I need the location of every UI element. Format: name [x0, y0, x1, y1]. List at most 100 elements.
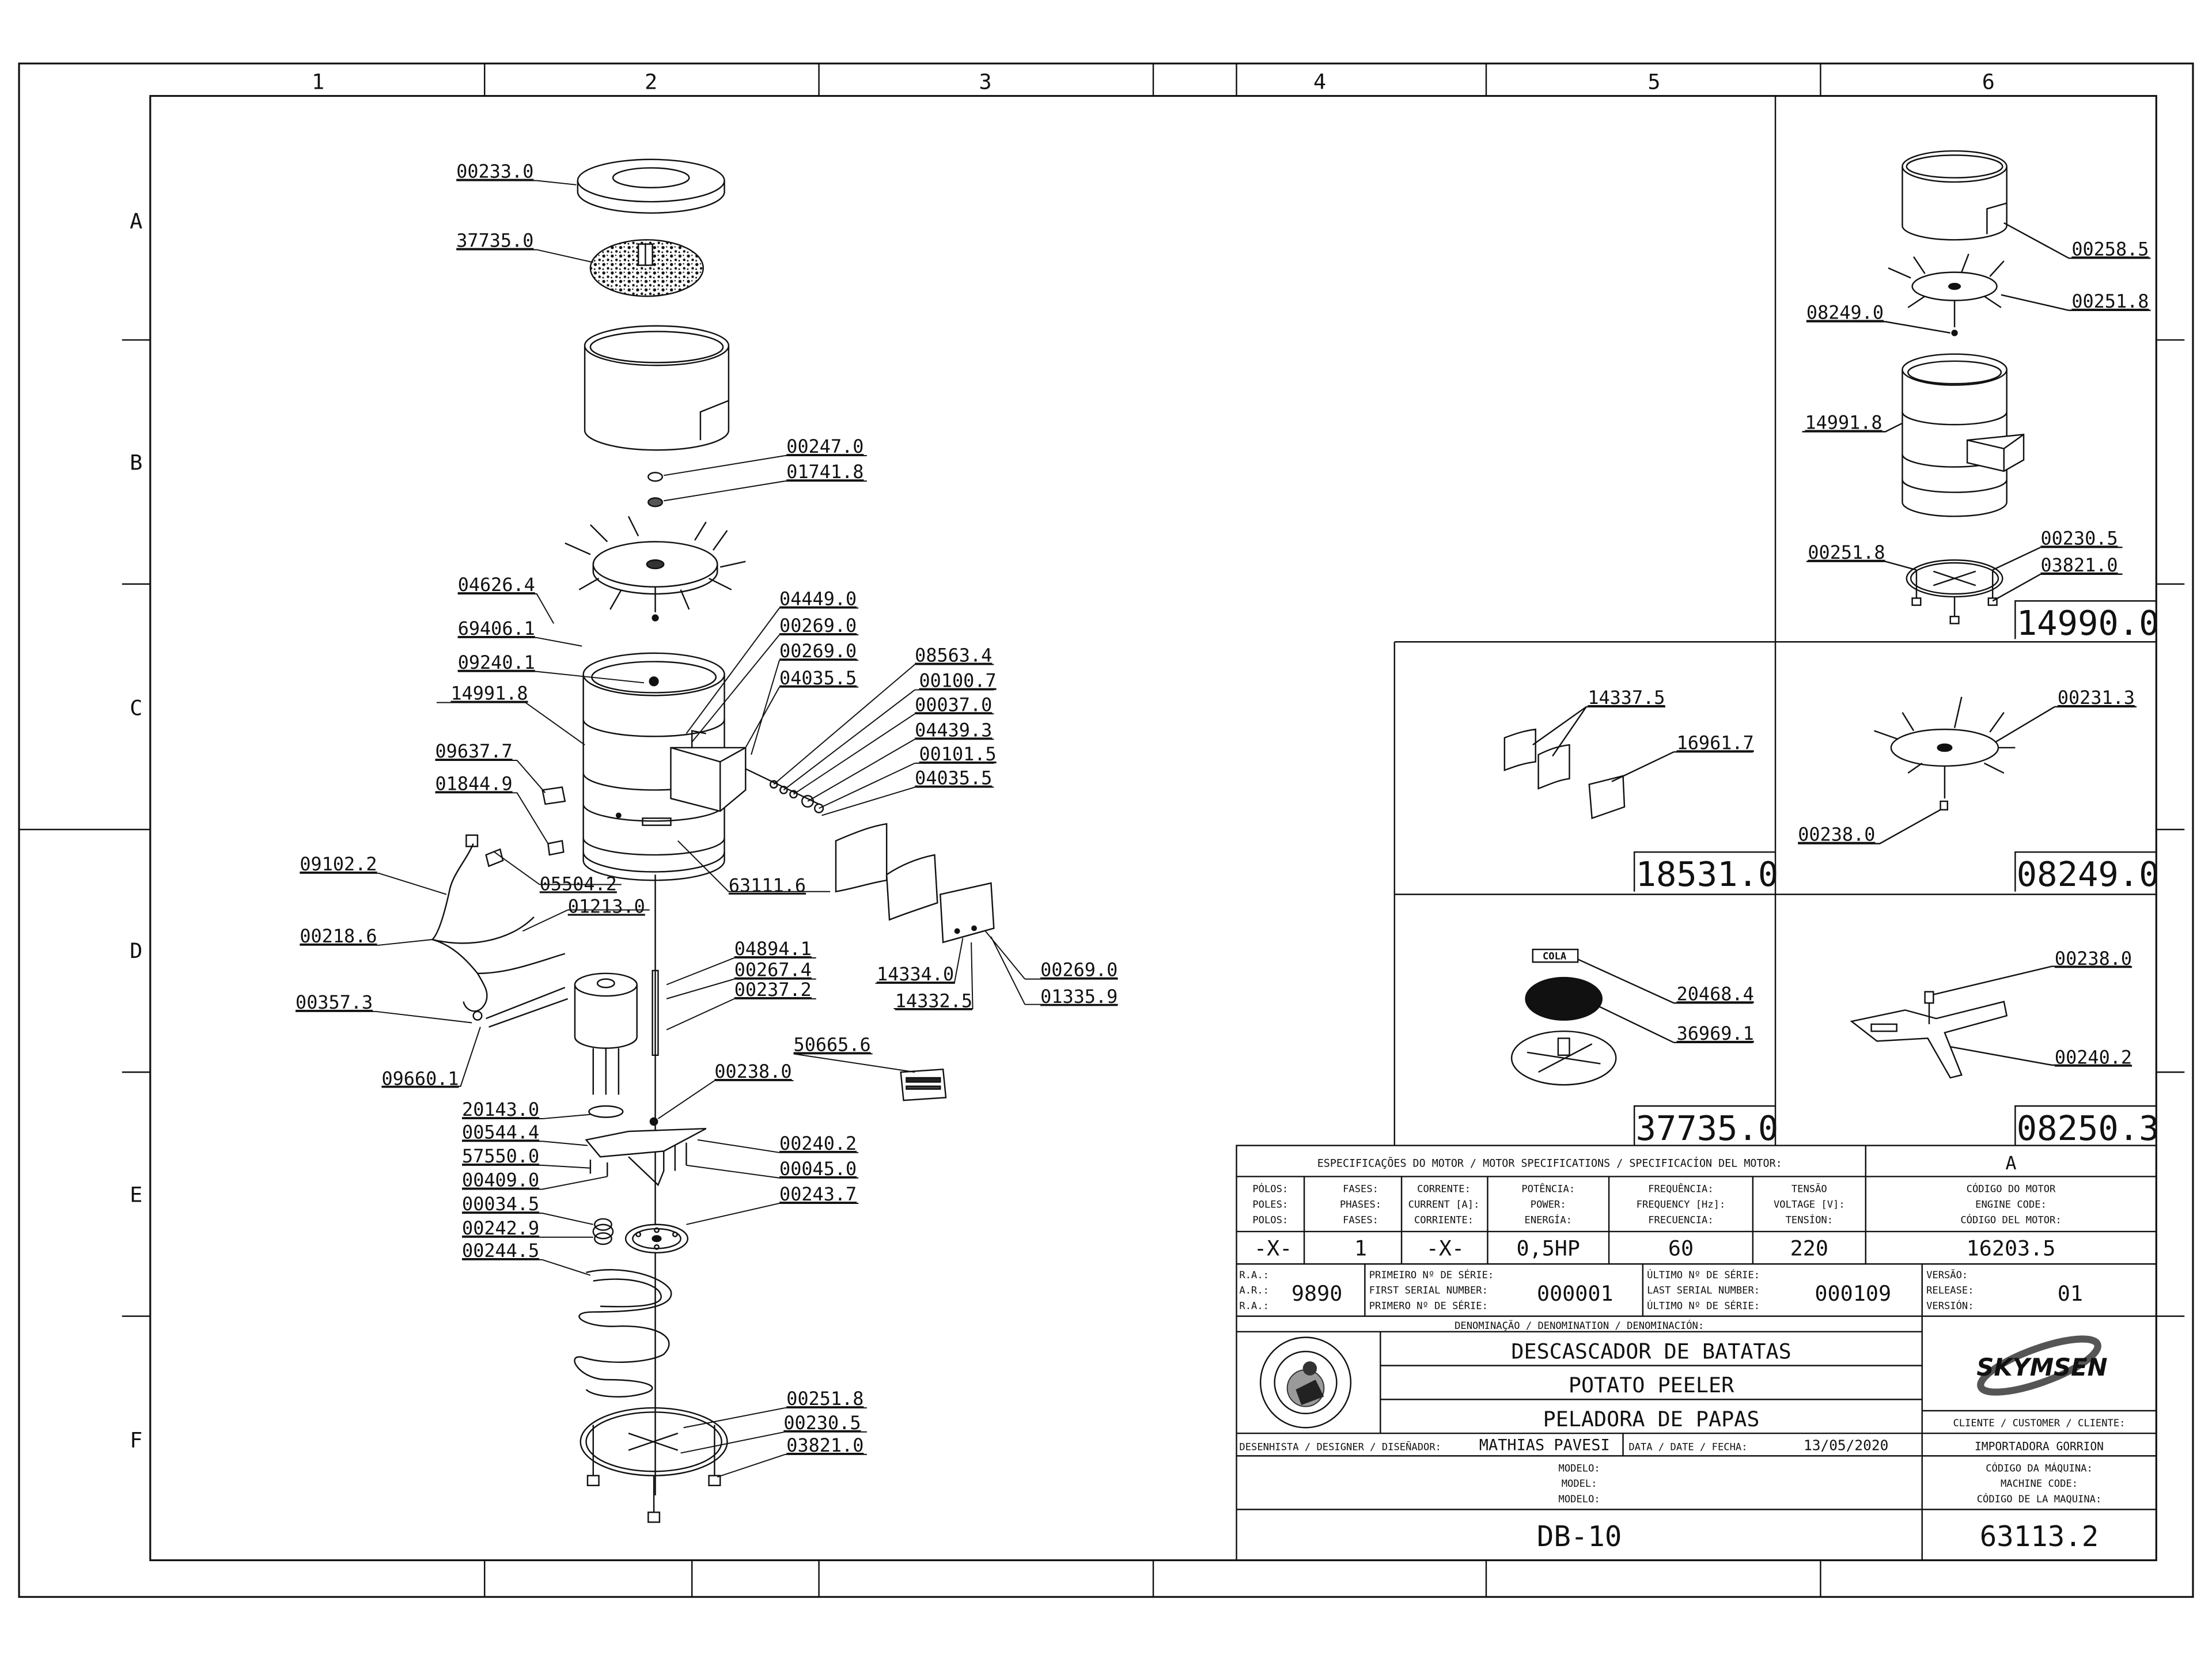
last-serial-value: 000109 [1815, 1281, 1891, 1306]
callout-00233-0: 00233.0 [456, 161, 533, 183]
part-base-ring [579, 1407, 728, 1523]
callout-09240-1: 09240.1 [458, 652, 535, 673]
callout-00037-0: 00037.0 [915, 694, 992, 715]
callout-20143-0: 20143.0 [462, 1099, 539, 1120]
detail-callout-00258-5: 00258.5 [2071, 238, 2149, 260]
part-plate-blades [565, 516, 746, 622]
callout-08563-4: 08563.4 [915, 645, 992, 666]
engine-code-label-1: CÓDIGO DO MOTOR [1967, 1182, 2056, 1195]
grid-row-d: D [130, 938, 142, 963]
callout-00243-7: 00243.7 [779, 1183, 857, 1205]
callout-04894-1: 04894.1 [734, 938, 812, 960]
detail-callout-00251-8-a: 00251.8 [2071, 290, 2149, 312]
part-lid-ring [577, 158, 725, 214]
voltage-label-2: VOLTAGE [V]: [1774, 1199, 1845, 1210]
main-callout-labels: 00233.0 37735.0 00247.0 01741.8 04626.4 … [296, 161, 1118, 1456]
first-serial-label-1: PRIMEIRO Nº DE SÉRIE: [1369, 1268, 1494, 1281]
callout-01335-9: 01335.9 [1040, 986, 1118, 1007]
machine-code-label-1: CÓDIGO DA MÁQUINA: [1986, 1461, 2093, 1474]
svg-text:SKYMSEN: SKYMSEN [1976, 1353, 2107, 1381]
detail-37735-drawing [1510, 948, 1753, 1086]
voltage-label-3: TENSÍON: [1786, 1213, 1833, 1226]
callout-09637-7: 09637.7 [435, 740, 513, 762]
motor-col-labels: PÓLOS: POLES: POLOS: FASES: PHASES: FASE… [1252, 1182, 2061, 1226]
model-label-2: MODEL: [1562, 1478, 1597, 1490]
leader-lines [296, 180, 1118, 1478]
title-block-text: ESPECIFICAÇÕES DO MOTOR / MOTOR SPECIFIC… [1239, 1152, 2125, 1553]
callout-00269-0-a: 00269.0 [779, 615, 857, 637]
engine-code-value: 16203.5 [1967, 1236, 2056, 1261]
callout-00267-4: 00267.4 [734, 959, 812, 981]
callout-00230-5: 00230.5 [783, 1412, 861, 1434]
phases-label-2: PHASES: [1340, 1199, 1381, 1210]
voltage-value: 220 [1790, 1236, 1828, 1261]
grid-col-4: 4 [1313, 69, 1326, 94]
callout-00101-5: 00101.5 [919, 743, 997, 765]
detail-08249-labels: 00231.3 00238.0 [1798, 687, 2135, 846]
power-label-2: POWER: [1531, 1199, 1566, 1210]
name-english: POTATO PEELER [1569, 1373, 1734, 1397]
part-chute [670, 730, 747, 812]
detail-callout-00231-3: 00231.3 [2058, 687, 2135, 709]
power-value: 0,5HP [1516, 1236, 1580, 1261]
callout-00100-7: 00100.7 [919, 670, 997, 692]
motor-col-values: -X- 1 -X- 0,5HP 60 220 16203.5 [1254, 1236, 2055, 1261]
callout-01213-0: 01213.0 [568, 895, 645, 917]
machine-code-label-3: CÓDIGO DE LA MAQUINA: [1977, 1493, 2102, 1505]
last-serial-label-1: ÚLTIMO Nº DE SÉRIE: [1647, 1268, 1760, 1281]
power-label-3: ENERGÍA: [1525, 1213, 1572, 1226]
callout-00045-0: 00045.0 [779, 1158, 857, 1180]
grid-column-labels: 1 2 3 4 5 6 [312, 69, 1995, 94]
callout-14991-8: 14991.8 [450, 683, 528, 704]
callout-37735-0: 37735.0 [456, 230, 533, 252]
grid-row-f: F [130, 1428, 142, 1453]
engine-code-label-2: ENGINE CODE: [1975, 1199, 2047, 1210]
first-serial-label-3: PRIMERO Nº DE SÉRIE: [1369, 1300, 1488, 1312]
grid-col-5: 5 [1647, 69, 1660, 94]
name-spanish: PELADORA DE PAPAS [1543, 1407, 1760, 1431]
detail-id-18531: 18531.0 [1636, 854, 1779, 894]
callout-00240-2: 00240.2 [779, 1132, 857, 1154]
revision-letter: A [2005, 1152, 2016, 1174]
callout-05504-2: 05504.2 [540, 873, 617, 895]
part-cable [431, 834, 566, 1012]
denomination-label: DENOMINAÇÃO / DENOMINATION / DENOMINACIÓ… [1455, 1319, 1704, 1332]
callout-69406-1: 69406.1 [458, 618, 535, 639]
callout-00357-3: 00357.3 [296, 991, 373, 1013]
detail-callout-00240-2: 00240.2 [2055, 1047, 2132, 1069]
callout-04449-0: 04449.0 [779, 588, 857, 610]
callout-00244-5: 00244.5 [462, 1240, 539, 1262]
detail-id-14990: 14990.0 [2017, 603, 2160, 643]
detail-14990-drawing [1802, 150, 2151, 624]
name-portuguese: DESCASCADOR DE BATATAS [1511, 1339, 1791, 1363]
ra-label-1: R.A.: [1239, 1270, 1269, 1281]
callout-57550-0: 57550.0 [462, 1145, 539, 1167]
detail-callout-00238-0-b: 00238.0 [2055, 948, 2132, 969]
callout-04439-3: 04439.3 [915, 719, 992, 741]
voltage-label-1: TENSÃO [1791, 1182, 1827, 1195]
callout-00409-0: 00409.0 [462, 1169, 539, 1191]
callout-00544-4: 00544.4 [462, 1121, 539, 1143]
detail-callout-14991-8: 14991.8 [1805, 411, 1882, 433]
callout-04035-5-b: 04035.5 [915, 767, 992, 789]
detail-callout-36969-1: 36969.1 [1677, 1022, 1754, 1044]
ra-value: 9890 [1291, 1281, 1342, 1306]
poles-value: -X- [1254, 1236, 1292, 1261]
grid-row-e: E [130, 1183, 142, 1207]
grid-row-a: A [130, 209, 142, 234]
frequency-label-3: FRECUENCIA: [1648, 1214, 1713, 1226]
date-value: 13/05/2020 [1804, 1437, 1888, 1454]
designer-label: DESENHISTA / DESIGNER / DISEÑADOR: [1239, 1441, 1441, 1453]
last-serial-label-3: ÚLTIMO Nº DE SÉRIE: [1647, 1300, 1760, 1312]
machine-code-label-2: MACHINE CODE: [2001, 1478, 2078, 1490]
version-value: 01 [2058, 1281, 2083, 1306]
version-label-1: VERSÃO: [1926, 1268, 1968, 1281]
current-label-3: CORRIENTE: [1414, 1214, 1474, 1226]
callout-63111-6: 63111.6 [729, 874, 806, 896]
part-motor [472, 972, 638, 1095]
detail-08250-labels: 00238.0 00240.2 [2055, 948, 2132, 1068]
power-label-1: POTÊNCIA: [1521, 1182, 1575, 1195]
engine-code-label-3: CÓDIGO DEL MOTOR: [1960, 1213, 2061, 1226]
date-label: DATA / DATE / FECHA: [1628, 1442, 1747, 1453]
model-label-3: MODELO: [1559, 1494, 1600, 1505]
